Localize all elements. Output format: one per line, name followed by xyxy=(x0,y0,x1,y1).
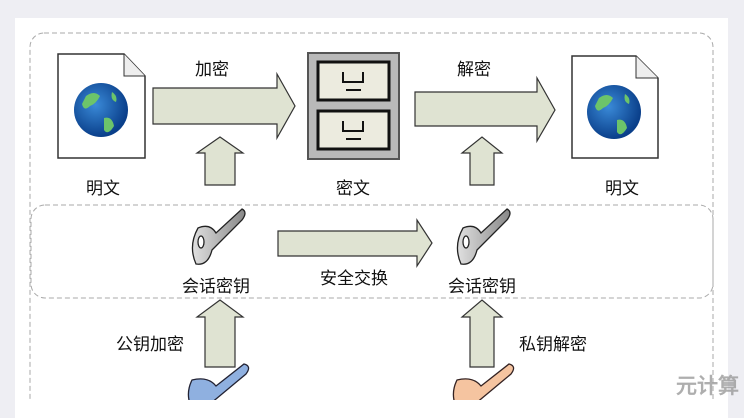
session-key-icon xyxy=(456,208,511,265)
ciphertext-cabinet-icon xyxy=(307,52,400,160)
encrypt-arrow xyxy=(152,71,296,141)
session-key-dashed-frame xyxy=(30,204,714,299)
session-key-label: 会话密钥 xyxy=(448,277,516,297)
up-arrow-decrypt xyxy=(460,136,504,186)
secure-exchange-label: 安全交换 xyxy=(320,269,388,289)
up-arrow-encrypt xyxy=(195,136,245,186)
plaintext-label: 明文 xyxy=(86,179,120,199)
watermark: 元计算 xyxy=(676,374,739,398)
session-key-label: 会话密钥 xyxy=(182,277,250,297)
plaintext-document-icon xyxy=(571,55,659,159)
plaintext-label: 明文 xyxy=(605,179,639,199)
private-key-decrypt-label: 私钥解密 xyxy=(519,335,587,355)
ciphertext-label: 密文 xyxy=(336,179,370,199)
private-key-icon xyxy=(452,363,515,400)
decrypt-arrow xyxy=(414,75,556,144)
session-key-icon xyxy=(191,208,246,265)
up-arrow-public-key xyxy=(195,299,245,368)
decrypt-label: 解密 xyxy=(457,60,491,80)
plaintext-document-icon xyxy=(57,53,146,159)
up-arrow-private-key xyxy=(460,299,504,368)
diagram-graphics xyxy=(29,32,714,400)
public-key-icon xyxy=(187,363,250,400)
secure-exchange-arrow xyxy=(277,217,433,269)
encrypt-label: 加密 xyxy=(195,60,229,80)
public-key-encrypt-label: 公钥加密 xyxy=(116,335,184,355)
